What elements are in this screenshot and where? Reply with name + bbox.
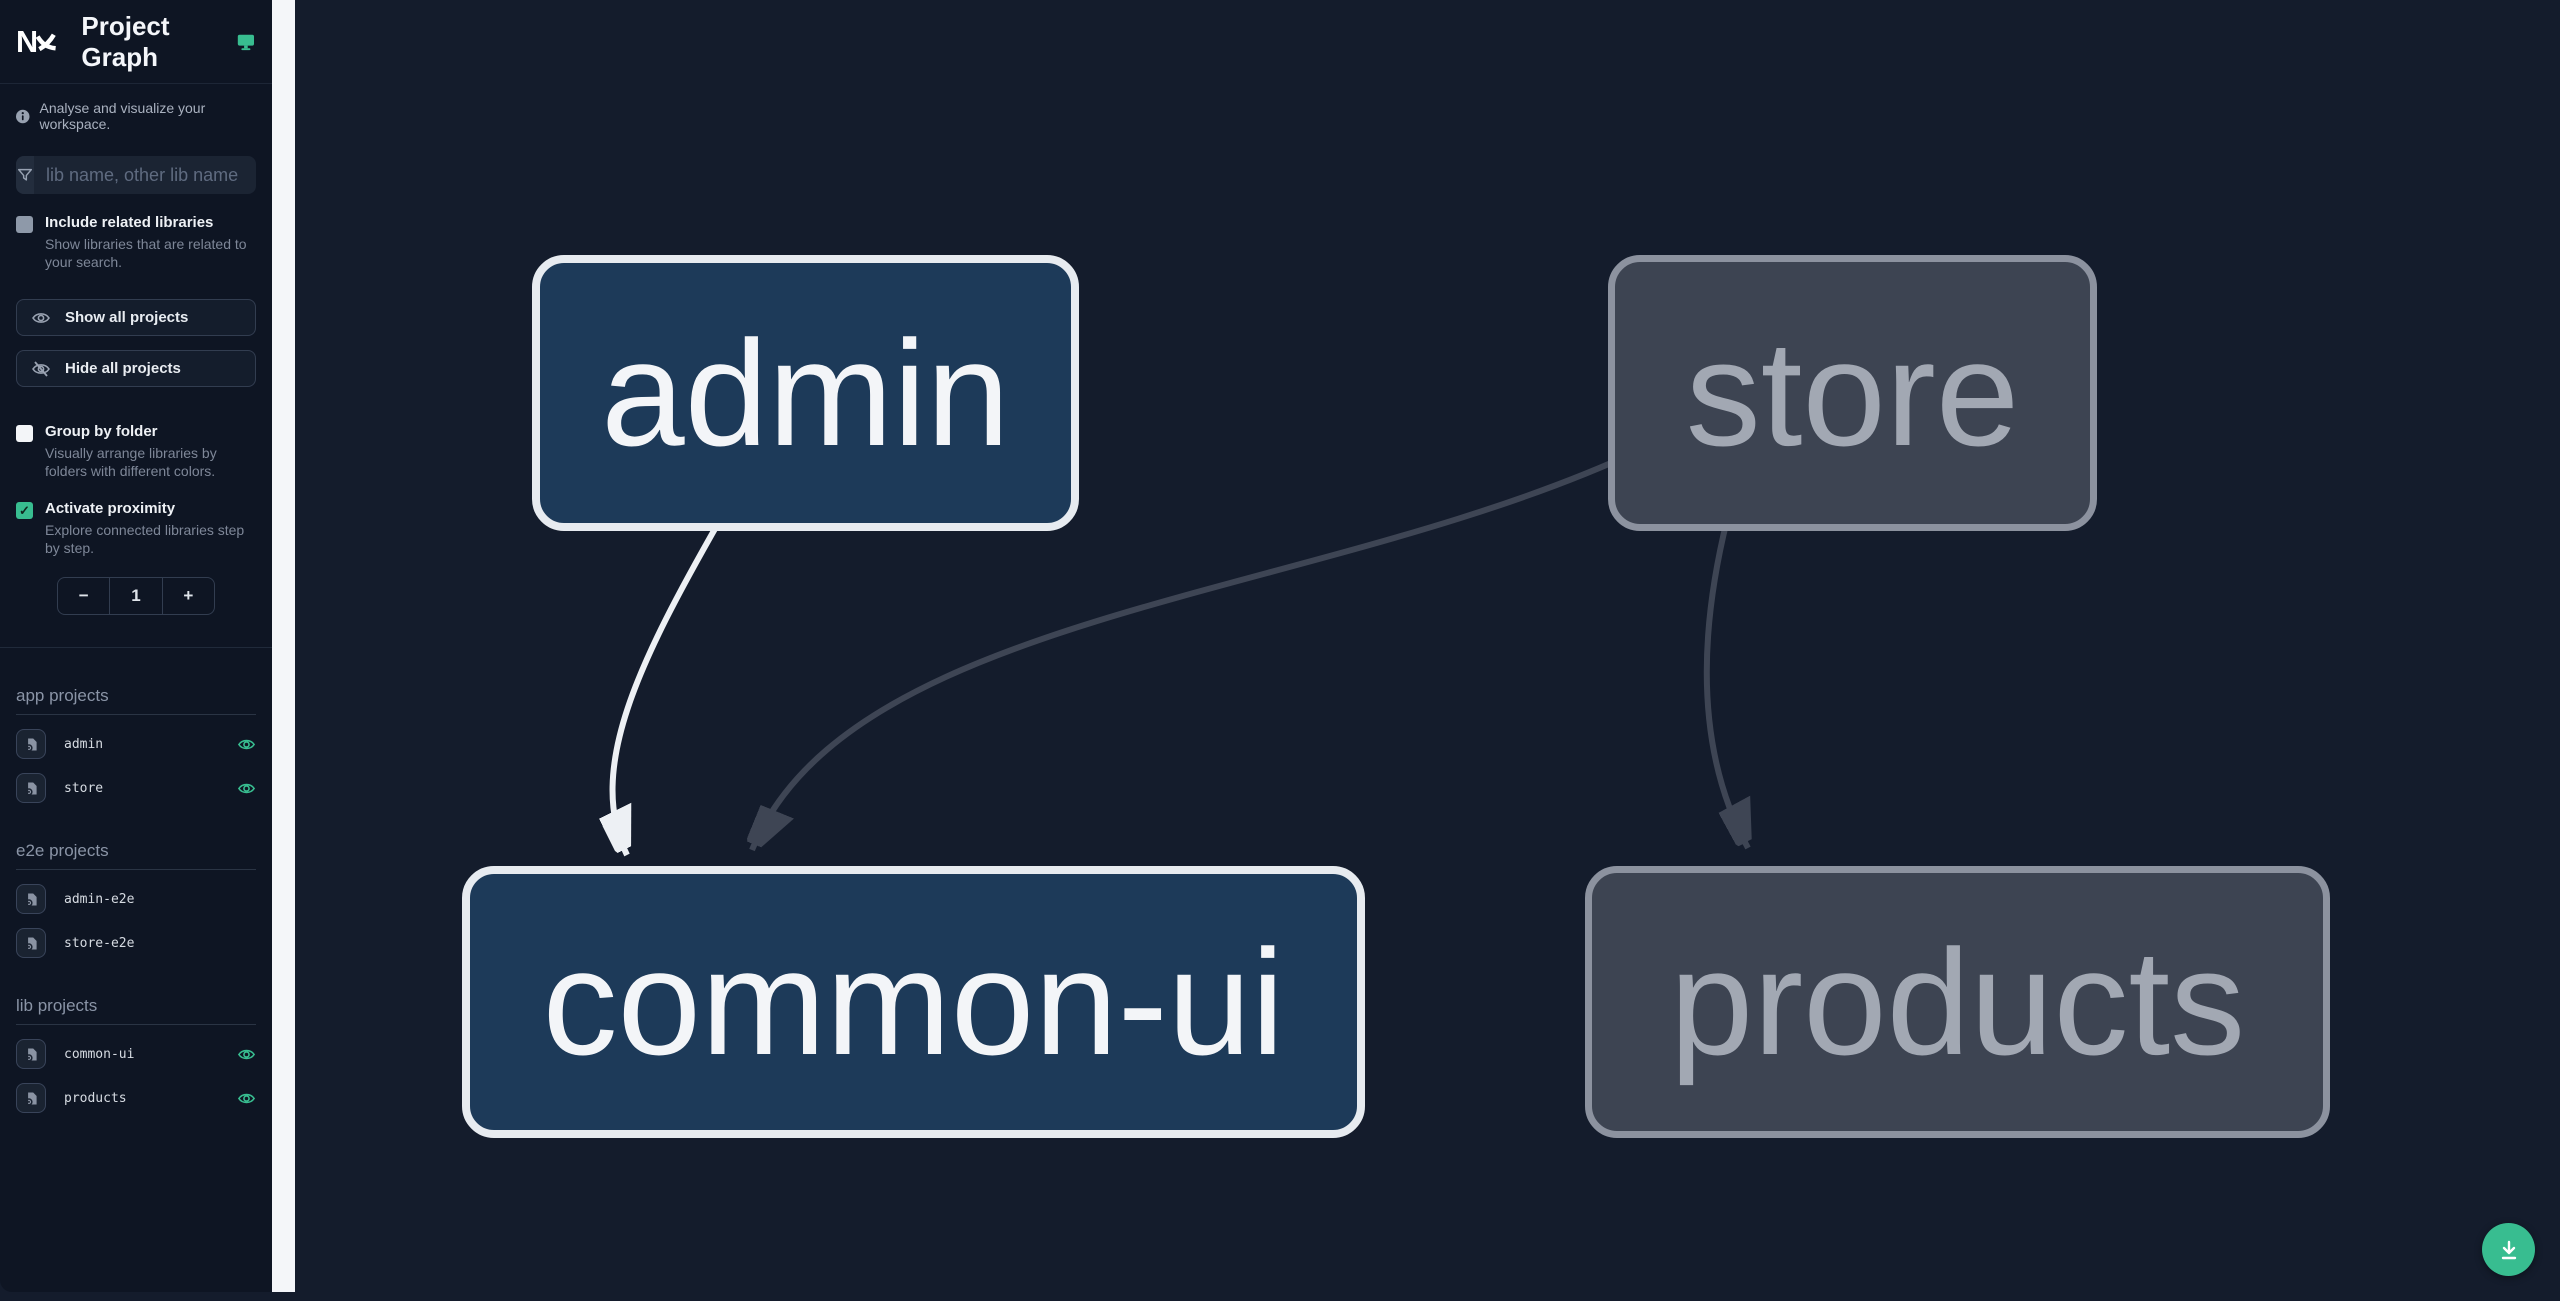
project-name: common-ui bbox=[64, 1046, 135, 1062]
checkbox-description: Show libraries that are related to your … bbox=[45, 236, 247, 270]
checkbox-description: Visually arrange libraries by folders wi… bbox=[45, 445, 217, 479]
project-visible-eye-icon[interactable] bbox=[237, 1089, 256, 1108]
download-icon bbox=[2501, 1240, 2516, 1259]
project-row: common-ui bbox=[16, 1039, 256, 1069]
sidebar-resize-handle[interactable] bbox=[272, 0, 295, 1292]
graph-node-label: common-ui bbox=[542, 917, 1285, 1086]
project-section: lib projects common-ui products bbox=[0, 996, 272, 1113]
app-title: Project Graph bbox=[81, 10, 170, 72]
hide-all-projects-button[interactable]: Hide all projects bbox=[16, 350, 256, 387]
checkbox-box[interactable]: ✓ bbox=[16, 425, 33, 442]
tagline: Analyse and visualize your workspace. bbox=[0, 84, 272, 132]
info-icon bbox=[16, 109, 30, 123]
download-graph-button[interactable] bbox=[2482, 1223, 2535, 1276]
checkbox-label: Include related libraries bbox=[45, 214, 214, 231]
proximity-stepper: − 1 + bbox=[57, 577, 215, 615]
project-focus-icon bbox=[24, 1092, 37, 1106]
filter-icon bbox=[16, 156, 34, 194]
proximity-value: 1 bbox=[109, 578, 163, 614]
graph-node-label: admin bbox=[601, 308, 1010, 477]
project-name: admin bbox=[64, 736, 104, 752]
eye-off-icon bbox=[32, 360, 50, 377]
nx-logo: N bbox=[16, 26, 56, 58]
graph-node-admin[interactable]: admin bbox=[532, 255, 1079, 531]
project-focus-icon bbox=[24, 1048, 37, 1062]
checkbox-label: Activate proximity bbox=[45, 500, 176, 517]
edge-store-to-products bbox=[1703, 519, 1748, 850]
project-name: store bbox=[64, 780, 104, 796]
project-row: store-e2e bbox=[16, 928, 256, 958]
sidebar: N Project Graph Analyse and visualize yo… bbox=[0, 0, 272, 1292]
checkbox-box[interactable]: ✓ bbox=[16, 216, 33, 233]
graph-node-label: store bbox=[1685, 308, 2020, 477]
project-focus-icon bbox=[24, 893, 37, 907]
project-name: products bbox=[64, 1090, 127, 1106]
focus-project-button[interactable] bbox=[16, 1083, 46, 1113]
project-row: store bbox=[16, 773, 256, 803]
show-all-projects-button[interactable]: Show all projects bbox=[16, 299, 256, 336]
project-focus-icon bbox=[24, 782, 37, 796]
show-all-label: Show all projects bbox=[65, 309, 189, 326]
checkbox-label: Group by folder bbox=[45, 423, 158, 440]
project-section-title: e2e projects bbox=[16, 841, 256, 870]
project-section: app projects admin store bbox=[0, 686, 272, 803]
activate-proximity-checkbox[interactable]: ✓ Activate proximity Explore connected l… bbox=[0, 500, 272, 557]
hide-all-label: Hide all projects bbox=[65, 360, 181, 377]
monitor-icon[interactable] bbox=[236, 31, 256, 53]
focus-project-button[interactable] bbox=[16, 884, 46, 914]
proximity-increment-button[interactable]: + bbox=[163, 578, 214, 614]
project-section-title: lib projects bbox=[16, 996, 256, 1025]
include-related-checkbox[interactable]: ✓ Include related libraries Show librari… bbox=[0, 214, 272, 271]
project-section: e2e projects admin-e2e store-e2e bbox=[0, 841, 272, 958]
svg-text:N: N bbox=[16, 26, 38, 58]
project-name: admin-e2e bbox=[64, 891, 135, 907]
checkbox-box[interactable]: ✓ bbox=[16, 502, 33, 519]
project-visible-eye-icon[interactable] bbox=[237, 1045, 256, 1064]
project-row: admin bbox=[16, 729, 256, 759]
graph-node-store[interactable]: store bbox=[1608, 255, 2097, 531]
search-input[interactable] bbox=[34, 156, 256, 194]
project-row: admin-e2e bbox=[16, 884, 256, 914]
focus-project-button[interactable] bbox=[16, 729, 46, 759]
graph-node-products[interactable]: products bbox=[1585, 866, 2330, 1138]
graph-node-label: products bbox=[1669, 917, 2246, 1086]
sidebar-divider bbox=[0, 647, 272, 648]
focus-project-button[interactable] bbox=[16, 928, 46, 958]
focus-project-button[interactable] bbox=[16, 773, 46, 803]
focus-project-button[interactable] bbox=[16, 1039, 46, 1069]
checkbox-description: Explore connected libraries step by step… bbox=[45, 522, 245, 556]
eye-icon bbox=[32, 312, 50, 323]
project-name: store-e2e bbox=[64, 935, 135, 951]
proximity-decrement-button[interactable]: − bbox=[58, 578, 109, 614]
project-visible-eye-icon[interactable] bbox=[237, 779, 256, 798]
group-by-folder-checkbox[interactable]: ✓ Group by folder Visually arrange libra… bbox=[0, 423, 272, 480]
tagline-text: Analyse and visualize your workspace. bbox=[39, 100, 206, 132]
search-box bbox=[16, 156, 256, 194]
project-row: products bbox=[16, 1083, 256, 1113]
graph-node-common-ui[interactable]: common-ui bbox=[462, 866, 1365, 1138]
edge-admin-to-common-ui bbox=[613, 518, 723, 857]
sidebar-header: N Project Graph bbox=[0, 0, 272, 84]
project-visible-eye-icon[interactable] bbox=[237, 735, 256, 754]
project-section-title: app projects bbox=[16, 686, 256, 715]
project-focus-icon bbox=[24, 738, 37, 752]
project-focus-icon bbox=[24, 937, 37, 951]
